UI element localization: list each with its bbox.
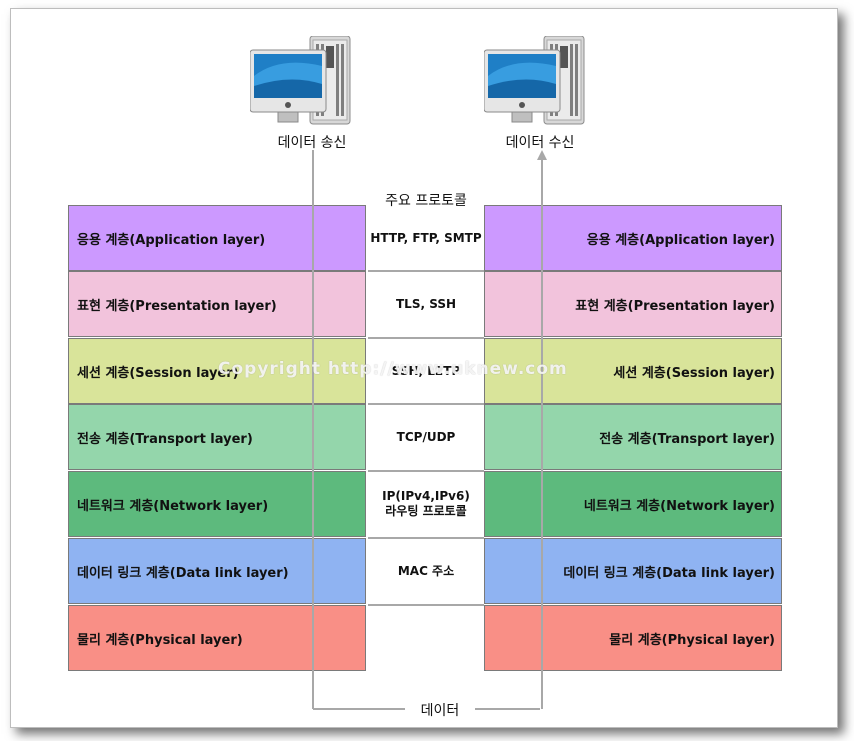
layer-label: 전송 계층(Transport layer): [599, 431, 775, 447]
layer-label: 물리 계층(Physical layer): [609, 632, 775, 648]
protocol-application: HTTP, FTP, SMTP: [370, 230, 482, 245]
layer-label: 데이터 링크 계층(Data link layer): [563, 565, 775, 581]
layer-label: 응용 계층(Application layer): [77, 232, 266, 248]
layer-label: 전송 계층(Transport layer): [77, 431, 253, 447]
layer-label: 표현 계층(Presentation layer): [77, 298, 277, 314]
left-layer-presentation: 표현 계층(Presentation layer): [68, 271, 366, 337]
sender-computer-icon: [249, 35, 360, 126]
protocol-header: 주요 프로토콜: [385, 193, 467, 209]
layer-label: 네트워크 계층(Network layer): [77, 498, 269, 514]
layer-label: 표현 계층(Presentation layer): [575, 298, 775, 314]
left-layer-physical: 물리 계층(Physical layer): [68, 605, 366, 671]
left-layer-transport: 전송 계층(Transport layer): [68, 404, 366, 470]
protocol-datalink: MAC 주소: [397, 563, 455, 578]
left-layer-datalink: 데이터 링크 계층(Data link layer): [68, 538, 366, 604]
left-layer-application: 응용 계층(Application layer): [68, 205, 366, 271]
right-layer-transport: 전송 계층(Transport layer): [484, 404, 782, 470]
protocol-presentation: TLS, SSH: [396, 296, 456, 311]
left-layer-network: 네트워크 계층(Network layer): [68, 471, 366, 537]
arrowhead-up: [537, 150, 547, 160]
left-layer-session: 세션 계층(Session layer): [68, 338, 366, 404]
right-layer-application: 응용 계층(Application layer): [484, 205, 782, 271]
right-layer-physical: 물리 계층(Physical layer): [484, 605, 782, 671]
layer-label: 세션 계층(Session layer): [77, 365, 239, 381]
right-layer-datalink: 데이터 링크 계층(Data link layer): [484, 538, 782, 604]
data-label: 데이터: [405, 700, 475, 720]
layer-label: 세션 계층(Session layer): [613, 365, 775, 381]
sender-label: 데이터 송신: [277, 135, 347, 151]
layer-label: 물리 계층(Physical layer): [77, 632, 243, 648]
right-layer-network: 네트워크 계층(Network layer): [484, 471, 782, 537]
right-layer-session: 세션 계층(Session layer): [484, 338, 782, 404]
protocol-network: IP(IPv4,IPv6) 라우팅 프로토콜: [382, 489, 470, 518]
right-layer-presentation: 표현 계층(Presentation layer): [484, 271, 782, 337]
layer-label: 데이터 링크 계층(Data link layer): [77, 565, 289, 581]
protocol-session: SSH, L2TP: [391, 363, 461, 378]
layer-label: 네트워크 계층(Network layer): [583, 498, 775, 514]
receiver-label: 데이터 수신: [505, 135, 575, 151]
layer-label: 응용 계층(Application layer): [586, 232, 775, 248]
protocol-transport: TCP/UDP: [396, 429, 456, 444]
receiver-computer-icon: [483, 35, 594, 126]
